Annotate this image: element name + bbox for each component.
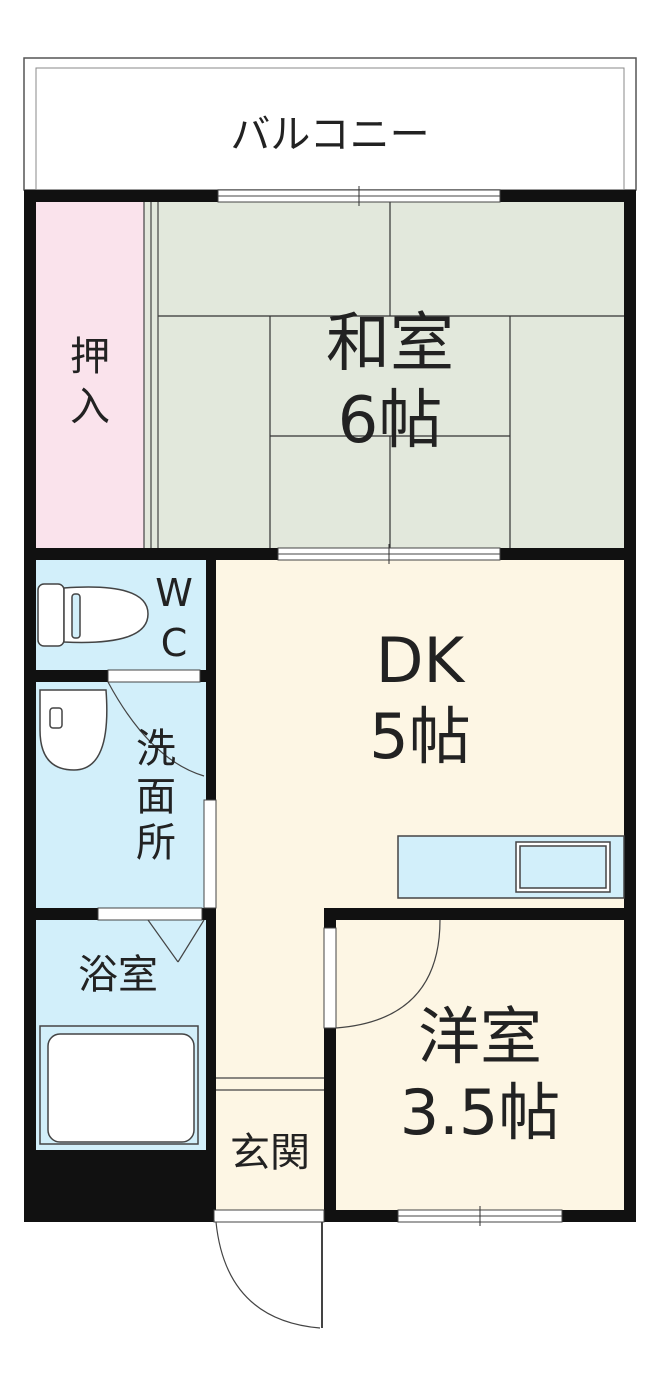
- dk-size: 5帖: [369, 700, 470, 773]
- washbasin-icon: [39, 689, 108, 771]
- balcony-area: [23, 57, 637, 191]
- entrance-label: 玄関: [230, 1130, 310, 1176]
- youshitsu-size: 3.5帖: [400, 1076, 561, 1149]
- tatami-lines: [158, 202, 624, 550]
- corridor-floor: [214, 908, 326, 1212]
- washroom-label-3: 所: [136, 820, 176, 866]
- kitchen-counter: [397, 835, 625, 899]
- washitsu-floor: [144, 202, 624, 550]
- closet-label-2: 入: [70, 384, 110, 430]
- washroom-label-1: 洗: [136, 726, 176, 772]
- door-openings: [97, 669, 337, 1223]
- closet-sliding-door[interactable]: [143, 202, 159, 550]
- washitsu-name: 和室: [326, 307, 454, 381]
- bathtub-icon: [39, 1025, 199, 1145]
- closet-label-1: 押: [70, 334, 110, 380]
- closet-floor: [36, 202, 144, 550]
- wc-label-1: W: [155, 571, 193, 615]
- bath-label: 浴室: [78, 952, 158, 998]
- balcony-label: バルコニー: [230, 112, 429, 158]
- youshitsu-name: 洋室: [418, 1000, 542, 1073]
- windows: [217, 186, 563, 1226]
- washroom-label-2: 面: [136, 774, 176, 820]
- dk-name: DK: [376, 624, 466, 697]
- toilet-icon: [37, 583, 149, 647]
- entrance-step: [216, 1077, 324, 1091]
- washitsu-size: 6帖: [338, 384, 443, 458]
- youshitsu-floor: [336, 920, 624, 1212]
- wc-label-2: C: [161, 621, 188, 665]
- door-swings: [107, 681, 441, 1329]
